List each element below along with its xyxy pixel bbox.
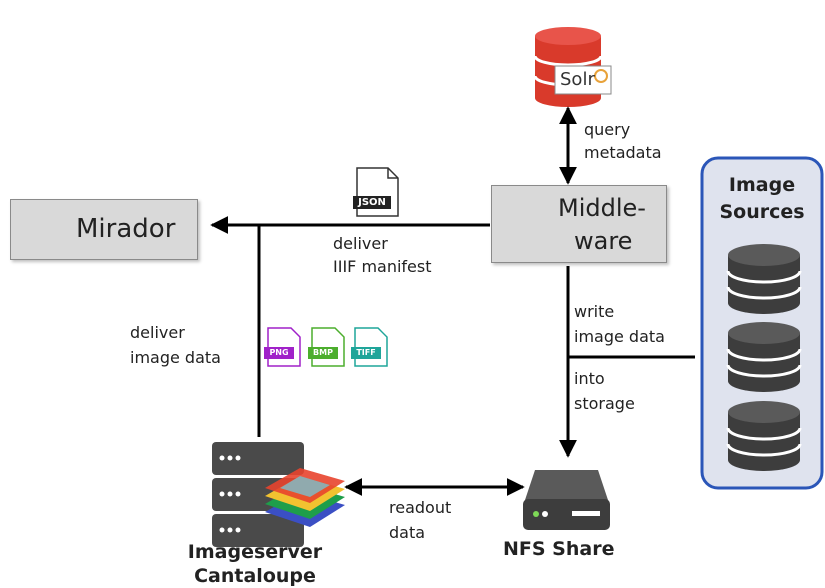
write-label-line1: write [574, 302, 615, 321]
solr-database-icon [533, 27, 612, 107]
source-database-icon [726, 322, 802, 392]
solr-label: Solr [560, 69, 595, 90]
manifest-label-line2: IIIF manifest [333, 257, 432, 276]
middleware-label-line2: ware [574, 227, 633, 255]
bmp-file-icon [308, 327, 345, 367]
write-label-line2: image data [574, 327, 665, 346]
mirador-label: Mirador [76, 214, 176, 244]
image-sources-title-line1: Image [728, 174, 796, 196]
nfs-share-label: NFS Share [503, 538, 615, 560]
imageserver-label-line2: Cantaloupe [194, 565, 316, 587]
png-file-icon [264, 327, 301, 367]
mirador-box[interactable] [10, 199, 198, 260]
imageserver-label-line1: Imageserver [187, 541, 323, 563]
image-delivery-label-line1: deliver [130, 323, 185, 342]
image-delivery-label-line2: image data [130, 348, 221, 367]
middleware-label-line1: Middle- [558, 194, 646, 222]
storage-label-line2: storage [574, 394, 635, 413]
manifest-label-line1: deliver [333, 234, 388, 253]
image-layers-icon [265, 468, 345, 527]
middleware-box[interactable] [491, 185, 667, 263]
bmp-badge-label: BMP [313, 348, 333, 357]
source-database-icon [726, 244, 802, 314]
readout-label-line2: data [389, 523, 426, 542]
query-label-line1: query [584, 120, 631, 139]
tiff-badge-label: TIFF [356, 348, 376, 357]
png-badge-label: PNG [269, 348, 289, 357]
query-label-line2: metadata [584, 143, 662, 162]
tiff-file-icon [351, 327, 388, 367]
image-sources-title-line2: Sources [719, 201, 805, 223]
readout-label-line1: readout [389, 498, 452, 517]
json-badge-label: JSON [358, 197, 386, 208]
json-document-icon [353, 167, 399, 217]
source-database-icon [726, 401, 802, 471]
nfs-drive-icon [523, 470, 610, 530]
storage-label-line1: into [574, 369, 605, 388]
